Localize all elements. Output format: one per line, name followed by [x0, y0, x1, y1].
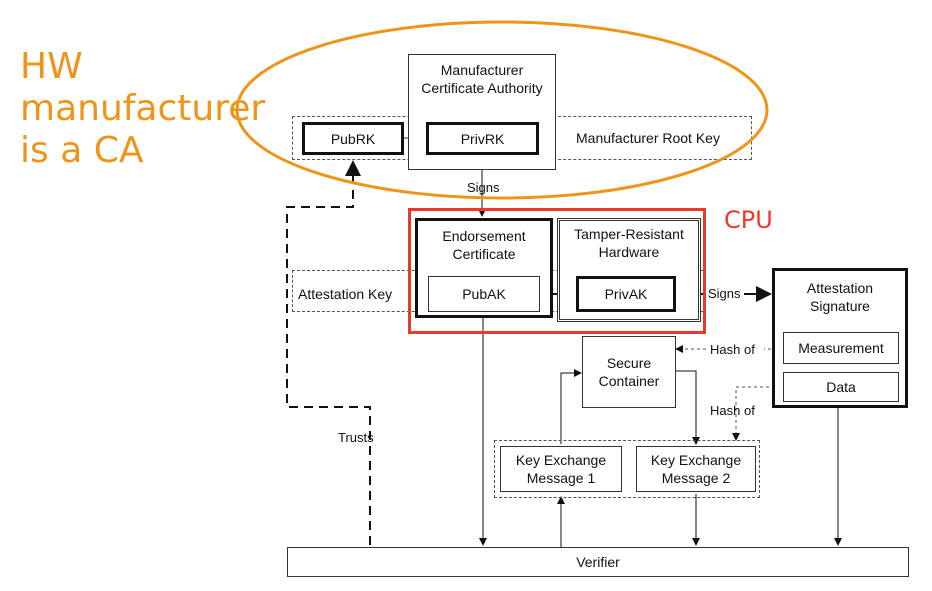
- attestation-key-label: Attestation Key: [298, 286, 393, 302]
- cpu-outline: [408, 208, 706, 334]
- signs-label-1: Signs: [467, 180, 500, 195]
- hash-of-label-2: Hash of: [710, 403, 755, 418]
- trusts-path: [286, 160, 371, 545]
- secure-container-label: Secure Container: [598, 355, 660, 389]
- attestation-signature-label: Attestation Signature: [806, 280, 874, 314]
- pubrk-label: PubRK: [330, 130, 376, 147]
- tamper-resistant-hardware-label: Tamper-Resistant Hardware: [574, 226, 684, 260]
- endorsement-certificate-label: Endorsement Certificate: [442, 228, 526, 262]
- verifier-box: Verifier: [287, 547, 909, 577]
- ke1-container-arrow: [560, 369, 582, 444]
- hw-manufacturer-headline: HW manufacturer is a CA: [20, 46, 266, 171]
- privrk-box: PrivRK: [426, 122, 539, 155]
- key-exchange-1-box: Key Exchange Message 1: [500, 446, 622, 492]
- manufacturer-root-key-label: Manufacturer Root Key: [576, 130, 720, 146]
- privak-label: PrivAK: [604, 286, 648, 302]
- secure-container-box: Secure Container: [582, 336, 676, 408]
- pubak-label: PubAK: [462, 286, 506, 302]
- privrk-label: PrivRK: [460, 130, 505, 147]
- hash-of-label-1: Hash of: [710, 342, 755, 357]
- data-box: Data: [783, 372, 899, 402]
- cpu-label: CPU: [724, 206, 773, 234]
- manufacturer-ca-label: Manufacturer Certificate Authority: [421, 62, 543, 96]
- trusts-label: Trusts: [338, 430, 374, 445]
- privak-box: PrivAK: [576, 276, 676, 312]
- pubrk-box: PubRK: [302, 122, 404, 155]
- data-label: Data: [826, 379, 856, 395]
- container-ke2-arrow: [676, 370, 700, 445]
- measurement-label: Measurement: [798, 340, 884, 356]
- verifier-label: Verifier: [576, 554, 620, 570]
- key-exchange-2-label: Key Exchange Message 2: [650, 452, 742, 486]
- pubak-box: PubAK: [428, 276, 540, 312]
- measurement-box: Measurement: [783, 332, 899, 364]
- key-exchange-group: [494, 440, 760, 498]
- signs-label-2: Signs: [708, 286, 741, 301]
- key-exchange-2-box: Key Exchange Message 2: [636, 446, 756, 492]
- key-exchange-1-label: Key Exchange Message 1: [515, 452, 607, 486]
